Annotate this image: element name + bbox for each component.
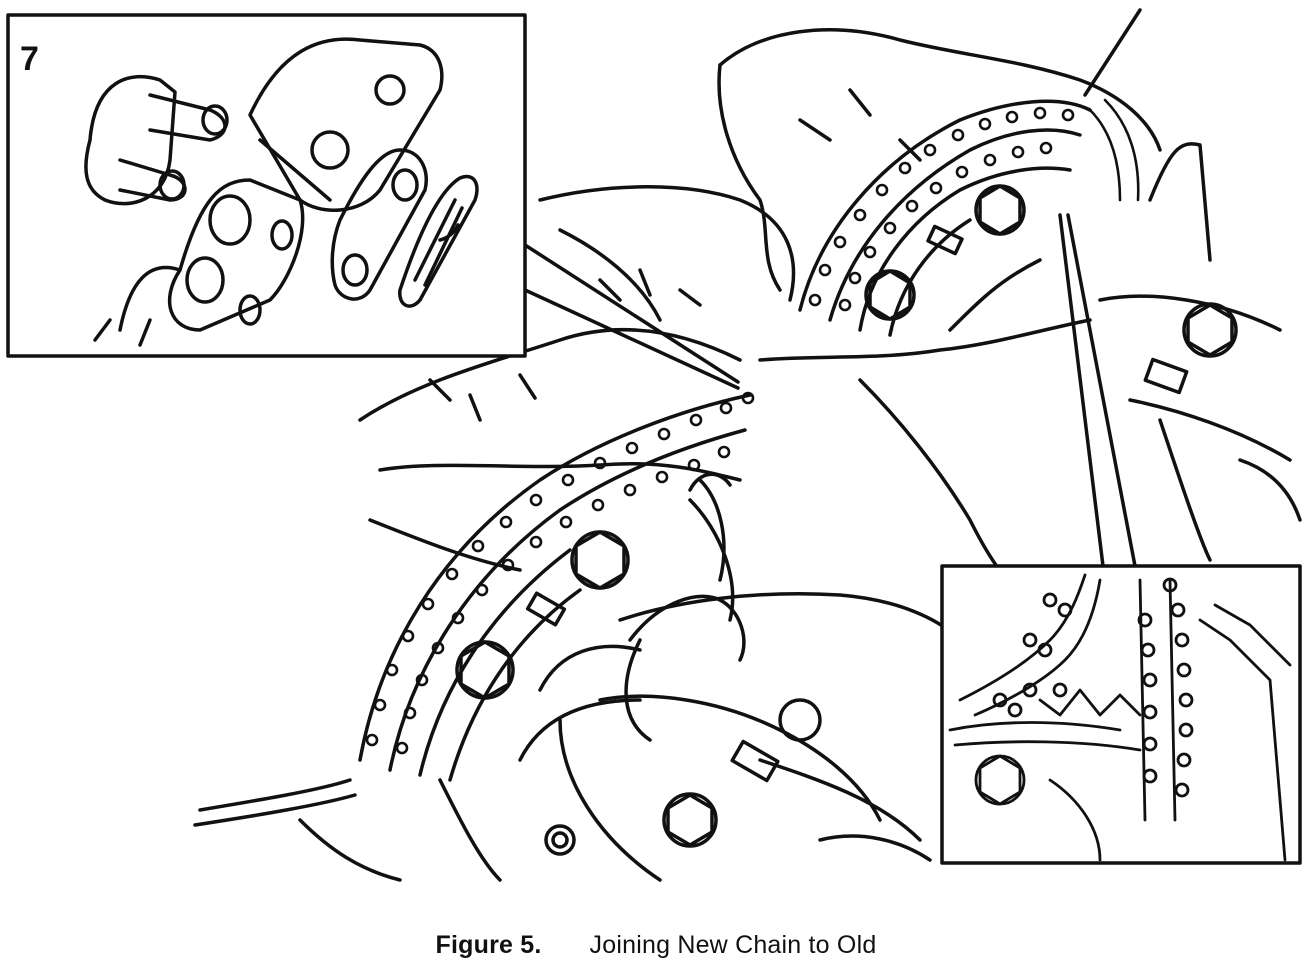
cylinder-head	[193, 694, 932, 882]
side-plate	[330, 148, 428, 301]
inset-pointer-line-2	[1066, 213, 1137, 568]
figure-caption-title: Joining New Chain to Old	[589, 930, 877, 959]
inset-pointer-line	[1058, 213, 1105, 568]
engine-illustration	[193, 8, 1302, 882]
wire-tool	[1083, 8, 1142, 97]
upper-timing-chain	[808, 98, 1140, 312]
lower-timing-chain	[365, 391, 755, 755]
inset-frame	[940, 564, 1302, 865]
figure-caption-label: Figure 5.	[435, 930, 542, 959]
inset-pointer-line-2	[523, 288, 740, 390]
upper-sprocket	[798, 99, 1092, 337]
figure-caption: Figure 5. Joining New Chain to Old	[0, 925, 1312, 965]
inset-number: 7	[20, 40, 39, 78]
chain-diagram: 7	[6, 8, 1302, 882]
lower-sprocket	[358, 393, 752, 782]
inset-connecting-link: 7	[6, 13, 740, 390]
inset-chain-segment	[93, 37, 444, 347]
master-link-plate	[84, 74, 229, 206]
camshaft-bearing-caps	[1098, 142, 1302, 562]
inset-chain-detail	[940, 213, 1302, 865]
shop-rag	[358, 28, 1162, 642]
spring-clip	[398, 174, 479, 308]
inset-pointer-line	[523, 243, 740, 384]
